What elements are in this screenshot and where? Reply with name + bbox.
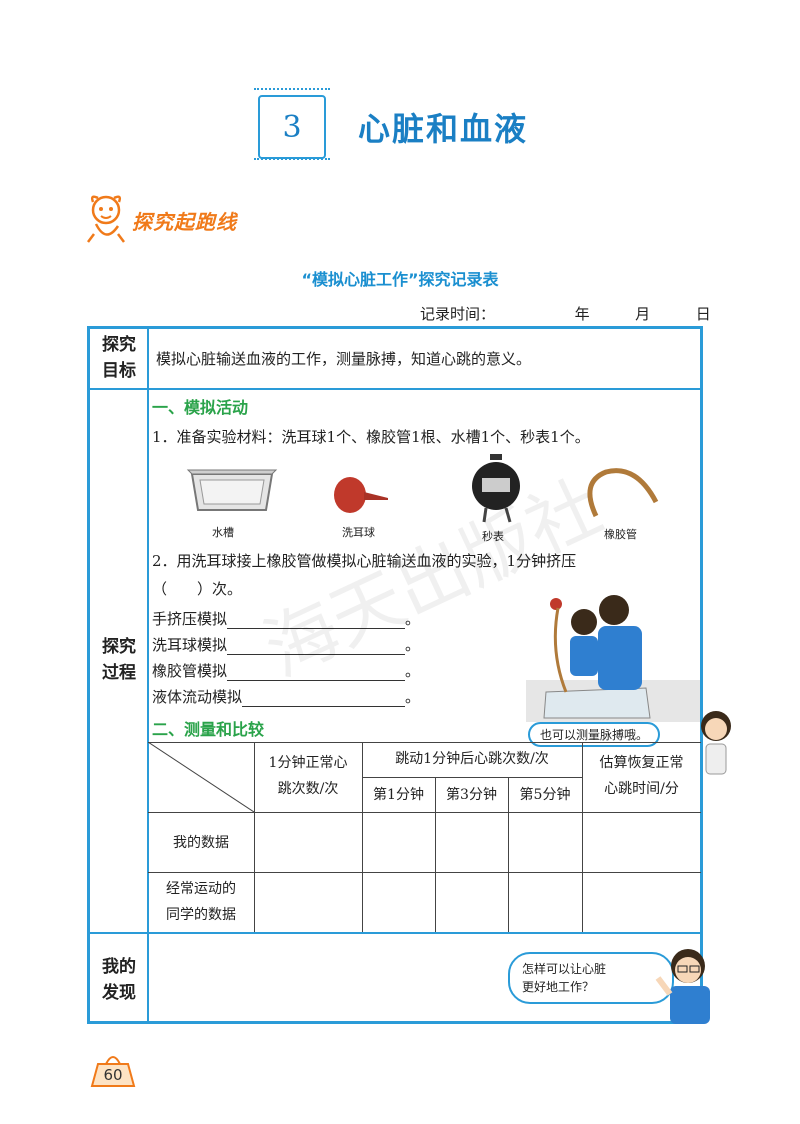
- col-normal-header: 1分钟正常心跳次数/次: [268, 755, 348, 797]
- label-column-divider: [147, 328, 149, 1022]
- finding-label: 我的发现: [102, 957, 136, 1003]
- record-time: 记录时间： 年 月 日: [420, 303, 711, 324]
- year-label: 年: [574, 305, 590, 323]
- ear-bulb-image: [334, 477, 388, 513]
- experiment-illustration: [526, 595, 700, 722]
- inner-table-border: [362, 777, 582, 778]
- diagonal-header-line: [148, 742, 254, 812]
- record-table-title: “模拟心脏工作”探究记录表: [301, 270, 499, 289]
- goal-text: 模拟心脏输送血液的工作，测量脉搏，知道心跳的意义。: [156, 350, 532, 368]
- inner-table-border: [582, 742, 583, 932]
- step1-text: 1．准备实验材料：洗耳球1个、橡胶管1根、水槽1个、秒表1个。: [152, 428, 590, 446]
- lesson-number: 3: [282, 109, 302, 145]
- stopwatch-image: [472, 454, 520, 523]
- material-label: 洗耳球: [342, 526, 375, 539]
- water-tank-image: [186, 469, 278, 511]
- section-heading: 探究起跑线: [84, 190, 237, 250]
- teacher-speech-bubble: 怎样可以让心脏更好地工作？: [508, 952, 674, 1004]
- lesson-number-badge: 3: [254, 88, 330, 160]
- inner-table-border: [362, 742, 363, 932]
- sub-col-header: 第1分钟: [373, 787, 424, 803]
- row-classmate-data: 经常运动的同学的数据: [166, 881, 236, 923]
- process-label: 探究过程: [102, 637, 136, 683]
- inner-table-border: [254, 742, 255, 932]
- inner-table-border: [148, 812, 701, 813]
- fill-line-row: 手挤压模拟。: [152, 610, 421, 629]
- inner-table-border: [148, 742, 701, 743]
- inner-table-border: [508, 777, 509, 932]
- teacher-avatar: [655, 949, 710, 1024]
- sub-col-header: 第3分钟: [446, 787, 497, 803]
- inner-table-border: [435, 777, 436, 932]
- row-divider: [89, 388, 701, 390]
- record-time-label: 记录时间：: [420, 305, 496, 323]
- inner-table-border: [148, 872, 701, 873]
- rubber-tube-image: [587, 468, 659, 518]
- col-after-header: 跳动1分钟后心跳次数/次: [395, 751, 549, 767]
- row-my-data: 我的数据: [173, 835, 229, 851]
- student-speech-bubble: 也可以测量脉搏哦。: [528, 722, 661, 747]
- material-label: 橡胶管: [604, 528, 637, 541]
- girl-avatar: [701, 711, 731, 775]
- month-label: 月: [635, 305, 651, 323]
- sub-col-header: 第5分钟: [519, 787, 571, 803]
- measure-heading: 二、测量和比较: [152, 720, 265, 739]
- section-title: 探究起跑线: [132, 209, 237, 234]
- activity-heading: 一、模拟活动: [152, 398, 249, 417]
- goal-label: 探究目标: [102, 335, 136, 381]
- fill-line-row: 橡胶管模拟。: [152, 662, 421, 681]
- row-divider: [89, 932, 701, 934]
- col-recover-header: 估算恢复正常心跳时间/分: [599, 755, 684, 797]
- fill-line-row: 洗耳球模拟。: [152, 636, 421, 655]
- page-number: 60: [103, 1066, 123, 1084]
- page-number-badge: [90, 1056, 136, 1087]
- mascot-icon: [87, 195, 125, 243]
- day-label: 日: [695, 305, 711, 323]
- fill-line-row: 液体流动模拟。: [152, 688, 421, 707]
- record-table: [87, 326, 703, 1024]
- step2-cont-text: （ ）次。: [152, 580, 243, 598]
- material-label: 秒表: [482, 530, 504, 543]
- step2-text: 2．用洗耳球接上橡胶管做模拟心脏输送血液的实验，1分钟挤压: [152, 552, 577, 570]
- lesson-title: 心脏和血液: [358, 110, 529, 148]
- material-label: 水槽: [212, 526, 234, 539]
